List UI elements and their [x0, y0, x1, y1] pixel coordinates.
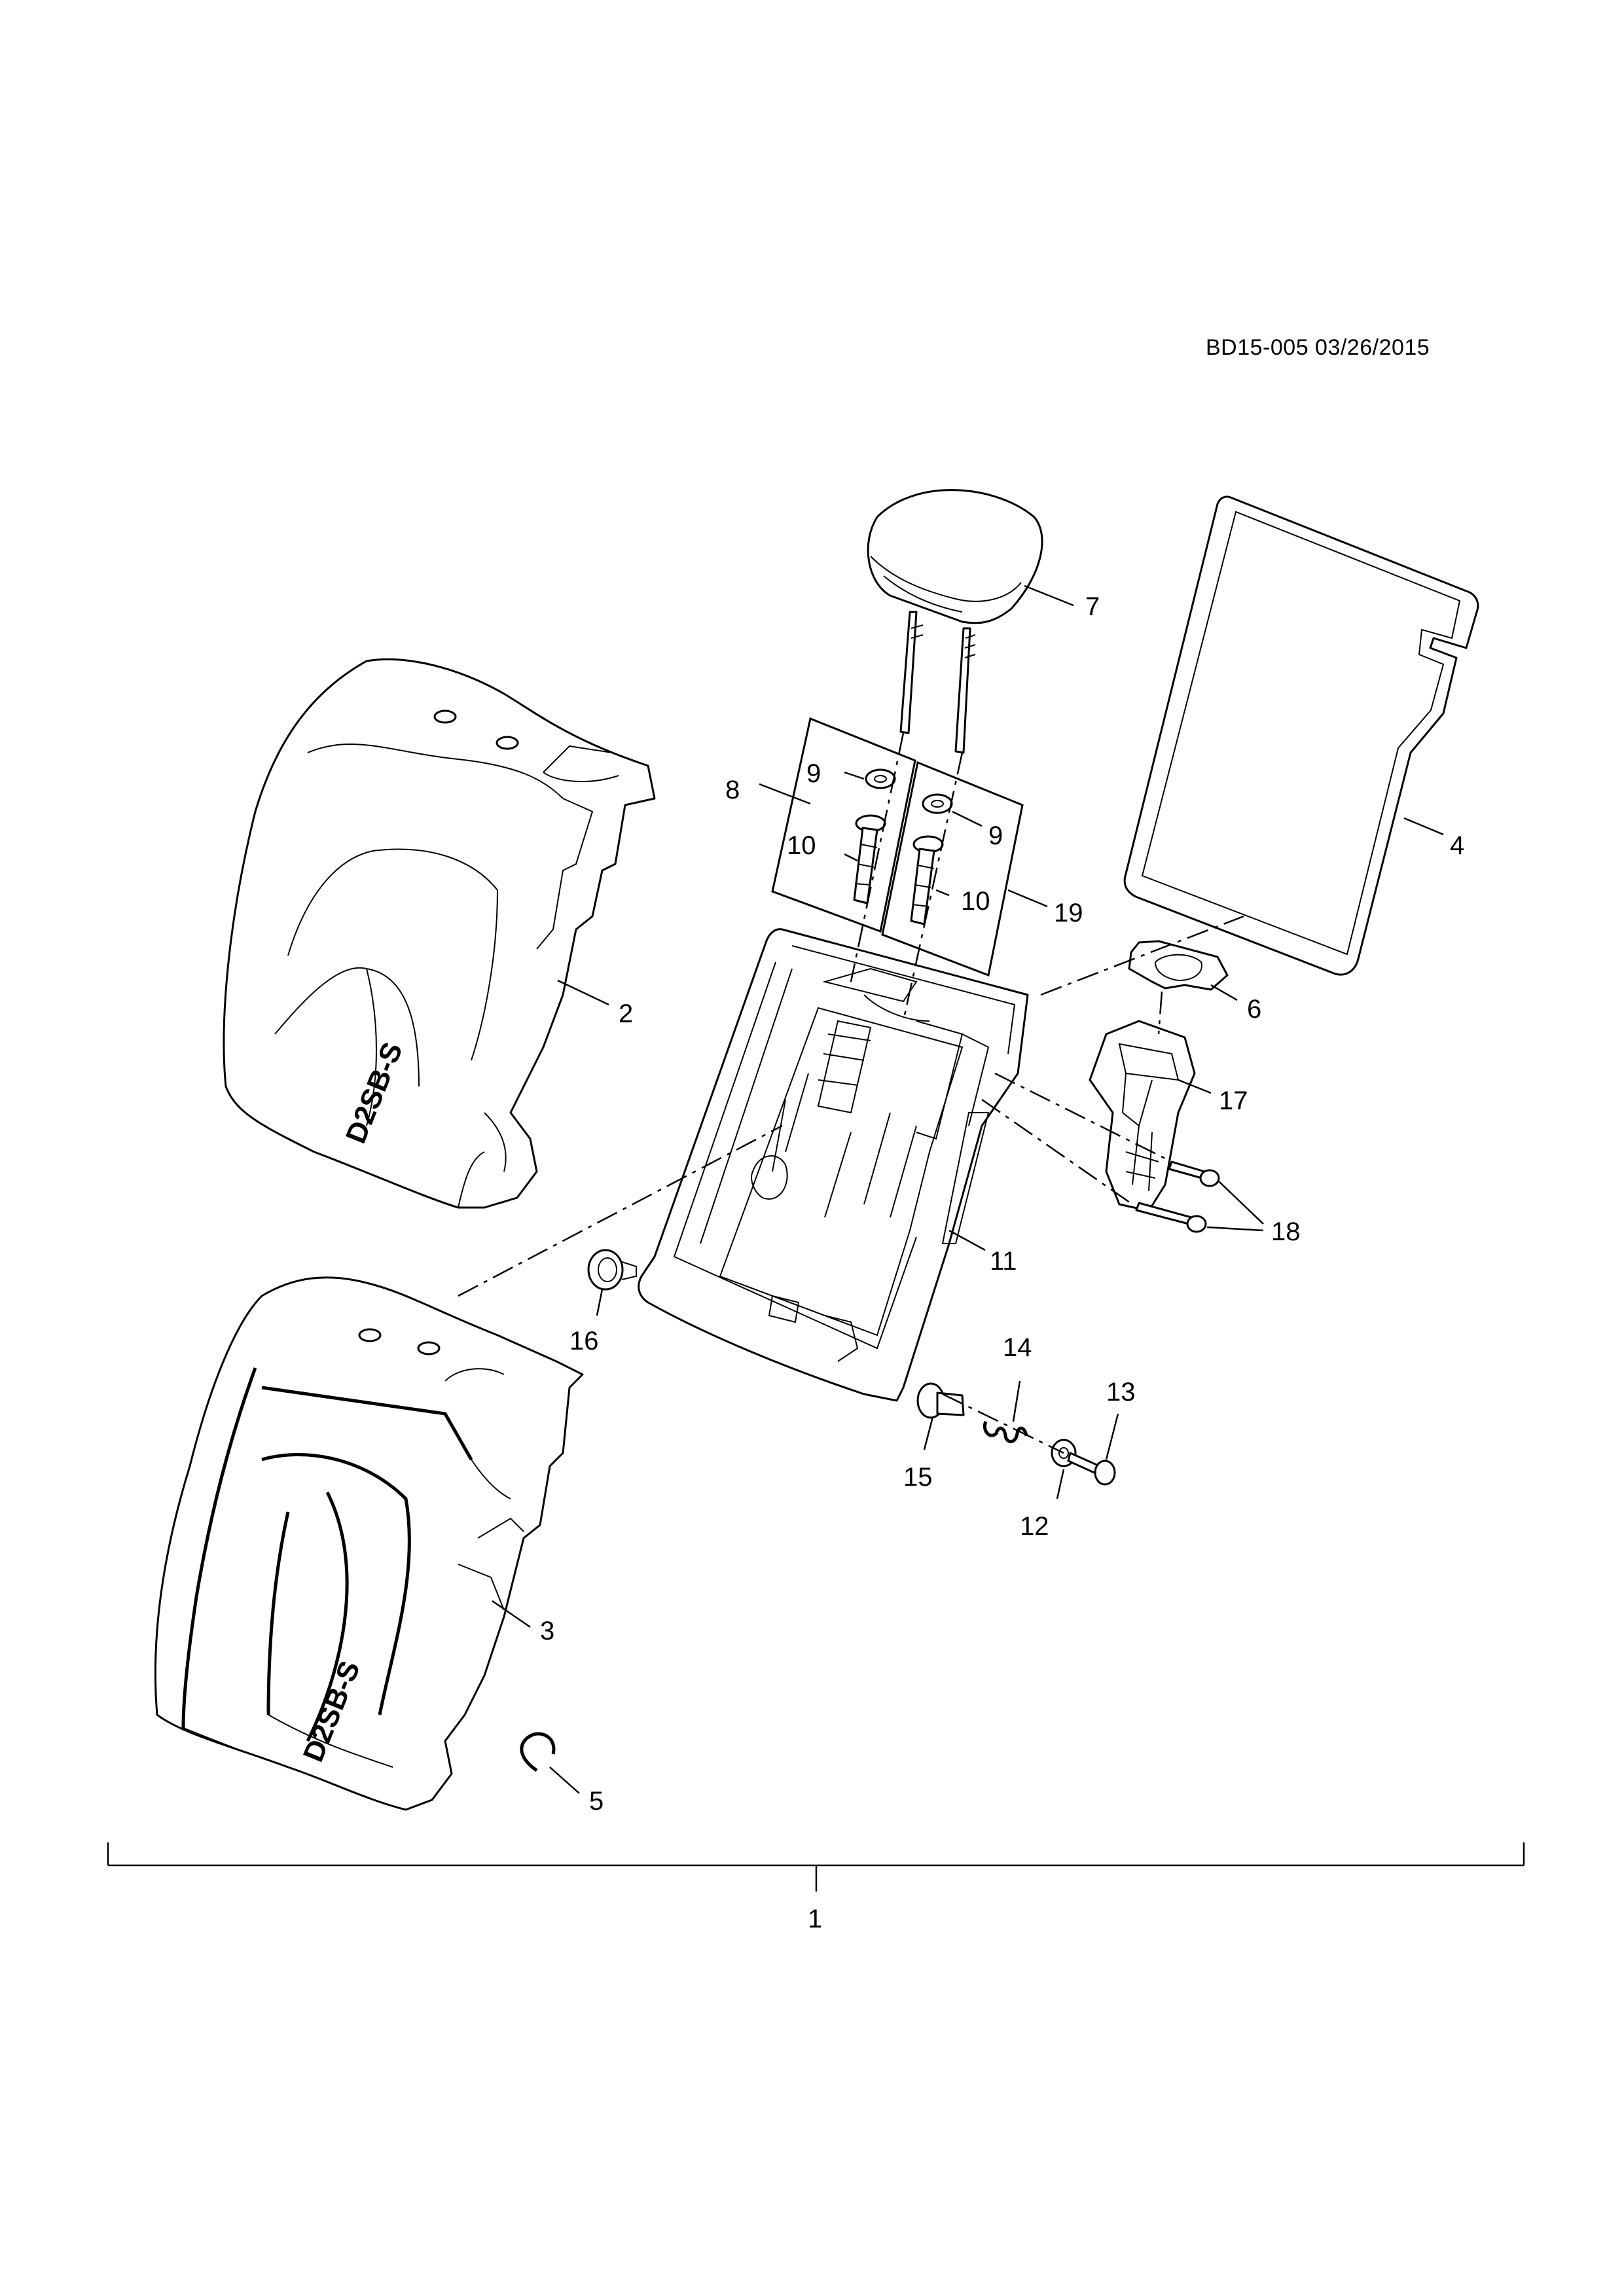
document-id-date: BD15-005 03/26/2015 [1206, 335, 1430, 360]
part-8-guide-kit-box[interactable]: 8 [725, 717, 916, 933]
part-14-spring[interactable]: 14 [983, 1333, 1032, 1443]
centerline-latch [994, 1072, 1166, 1160]
callout-1: 1 [808, 1905, 822, 1933]
callout-12: 12 [1020, 1512, 1049, 1541]
part-12-washer[interactable]: 12 [1020, 1439, 1077, 1541]
part-18-bolts[interactable]: 18 [1135, 1160, 1301, 1246]
part-16-grommet[interactable]: 16 [569, 1249, 637, 1355]
centerline-guide-right [902, 752, 964, 1022]
centerline-pivot [942, 1393, 1064, 1454]
callout-11: 11 [990, 1247, 1017, 1276]
part-13-bolt[interactable]: 13 [1067, 1378, 1136, 1486]
callout-15: 15 [903, 1463, 933, 1492]
callout-9-left: 9 [806, 759, 821, 788]
callout-3: 3 [540, 1617, 554, 1645]
callout-7: 7 [1085, 592, 1100, 621]
callout-9-right: 9 [988, 821, 1003, 850]
part-9-collar-left[interactable]: 9 [806, 759, 896, 789]
callout-13: 13 [1106, 1378, 1136, 1407]
part-11-seatback-frame[interactable]: 11 [638, 928, 1029, 1402]
part-15-bushing[interactable]: 15 [903, 1382, 965, 1492]
part-3-lower-cover[interactable]: D2SB-S 3 [154, 1276, 584, 1811]
callout-17: 17 [1219, 1086, 1248, 1115]
callout-19: 19 [1054, 899, 1083, 927]
part-7-headrest[interactable]: 7 [867, 489, 1100, 754]
part-6-bezel[interactable]: 6 [1128, 940, 1261, 1024]
part-1-assembly-bracket[interactable]: 1 [107, 1842, 1525, 1933]
part-5-ring-clip[interactable]: 5 [520, 1732, 604, 1816]
centerline-panel [1040, 915, 1244, 996]
part-9-collar-right[interactable]: 9 [922, 793, 1003, 850]
callout-10-left: 10 [787, 831, 816, 860]
centerline-latch-2 [981, 1098, 1133, 1206]
part-17-latch-release[interactable]: 17 [1089, 1020, 1248, 1212]
callout-14: 14 [1003, 1333, 1032, 1362]
part-2-upper-cover[interactable]: D2SB-S 2 [223, 658, 656, 1209]
part-19-guide-kit-box[interactable]: 19 [881, 761, 1083, 977]
callout-2: 2 [619, 999, 633, 1028]
callout-5: 5 [589, 1787, 604, 1816]
callout-10-right: 10 [961, 887, 990, 916]
part-4-back-panel[interactable]: 4 [1123, 495, 1479, 976]
callout-6: 6 [1247, 995, 1261, 1024]
centerline-bezel [1157, 991, 1163, 1035]
callout-8: 8 [725, 776, 740, 804]
callout-16: 16 [569, 1327, 599, 1355]
callout-4: 4 [1450, 831, 1464, 860]
centerline-guide-left [850, 732, 905, 982]
part-10-guide-right[interactable]: 10 [910, 835, 990, 925]
callout-18: 18 [1271, 1217, 1301, 1246]
centerline-cover [458, 1124, 783, 1297]
